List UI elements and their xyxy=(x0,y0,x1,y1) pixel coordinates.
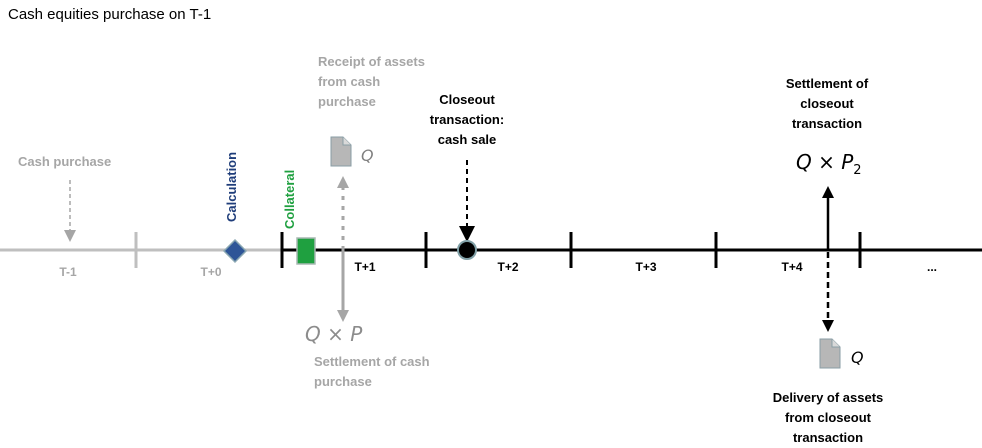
diagram-title: Cash equities purchase on T-1 xyxy=(8,6,212,23)
closeout-line-3: cash sale xyxy=(437,132,497,147)
calculation-label: Calculation xyxy=(224,151,239,222)
settlement-cash-line-1: Settlement of cash xyxy=(314,354,430,369)
delivery-document-fold xyxy=(831,339,840,348)
receipt-line-3: purchase xyxy=(318,94,376,109)
collateral-label: Collateral xyxy=(282,169,297,229)
tick-label-t1: T+1 xyxy=(354,260,376,274)
calculation-diamond-icon xyxy=(222,238,248,264)
settlement-cash-line-2: purchase xyxy=(314,374,372,389)
settlement-of-closeout-label: Settlement of closeout transaction xyxy=(772,74,882,134)
settlement-closeout-line-1: Settlement of xyxy=(785,76,869,91)
receipt-line-2: from cash xyxy=(318,74,381,89)
settlement-closeout-line-2: closeout xyxy=(800,96,854,111)
settlement-closeout-line-3: transaction xyxy=(791,116,863,131)
receipt-document-fold xyxy=(342,137,351,146)
delivery-arrowhead xyxy=(822,320,834,332)
settlement-closeout-arrowhead xyxy=(822,186,834,198)
receipt-arrowhead-up xyxy=(337,176,349,188)
delivery-quantity: Q xyxy=(851,348,864,367)
receipt-quantity: Q xyxy=(361,146,374,165)
tick-label-ellipsis: ... xyxy=(926,260,937,274)
settlement-closeout-amount: Q × P2 xyxy=(796,150,862,178)
cash-purchase-label: Cash purchase xyxy=(18,154,112,169)
closeout-transaction-label: Closeout transaction: cash sale xyxy=(427,90,507,150)
tick-label-t2: T+2 xyxy=(497,260,519,274)
delivery-line-3: transaction xyxy=(792,430,864,445)
closeout-line-2: transaction: xyxy=(429,112,505,127)
settlement-closeout-amount-main: Q × P xyxy=(796,150,854,174)
delivery-of-assets-label: Delivery of assets from closeout transac… xyxy=(766,388,890,448)
settlement-closeout-subscript: 2 xyxy=(853,163,862,178)
tick-label-t4: T+4 xyxy=(781,260,803,274)
closeout-dot-icon xyxy=(457,240,477,260)
collateral-square-icon xyxy=(296,237,316,265)
delivery-line-1: Delivery of assets xyxy=(772,390,884,405)
receipt-line-1: Receipt of assets xyxy=(318,54,425,69)
tick-label-t0: T+0 xyxy=(200,265,222,279)
closeout-line-1: Closeout xyxy=(439,92,495,107)
delivery-document-icon xyxy=(819,338,841,369)
settlement-cash-amount: Q × P xyxy=(305,322,363,346)
tick-label-t-minus-1: T-1 xyxy=(59,265,77,279)
settlement-of-cash-purchase-label: Settlement of cash purchase xyxy=(314,352,430,392)
receipt-document-icon xyxy=(330,136,352,167)
settlement-arrowhead-down xyxy=(337,310,349,322)
receipt-of-assets-label: Receipt of assets from cash purchase xyxy=(318,52,425,112)
delivery-line-2: from closeout xyxy=(785,410,871,425)
tick-label-t3: T+3 xyxy=(635,260,657,274)
